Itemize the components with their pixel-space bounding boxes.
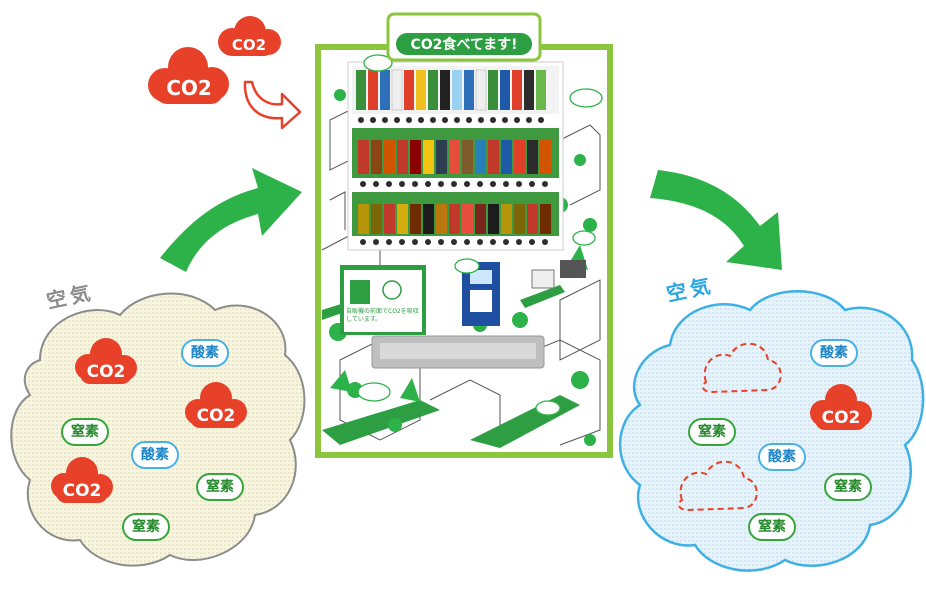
co2-label-left-3: CO2 [62, 481, 102, 501]
machine-banner-text: CO2食べてます! [410, 37, 518, 53]
machine-panel-text: 自販機の前面でCO2を吸収しています。 [346, 308, 419, 323]
air-label-right: 空気 [664, 272, 717, 307]
co2-cloud-left-2 [185, 382, 247, 428]
co2-cloud-left-3 [51, 457, 113, 503]
oxygen-badge-right-1: 酸素 [810, 339, 858, 367]
co2-label-right: CO2 [821, 408, 861, 428]
co2-label-top-small: CO2 [231, 36, 267, 54]
green-arrow-left [160, 168, 302, 272]
green-arrow-right [650, 170, 782, 270]
vending-machine [315, 12, 613, 458]
co2-label-left-1: CO2 [86, 362, 126, 382]
nitrogen-badge-left-1: 窒素 [61, 418, 109, 446]
co2-label-left-2: CO2 [196, 406, 236, 426]
oxygen-badge-left-2: 酸素 [131, 441, 179, 469]
co2-cloud-top-large [148, 47, 229, 104]
removed-co2-cloud-1 [701, 342, 782, 394]
co2-intake-arrow [243, 80, 302, 130]
co2-cloud-right [810, 384, 872, 430]
nitrogen-badge-left-2: 窒素 [196, 473, 244, 501]
nitrogen-badge-right-3: 窒素 [748, 513, 796, 541]
oxygen-badge-right-2: 酸素 [758, 443, 806, 471]
nitrogen-badge-right-1: 窒素 [688, 418, 736, 446]
co2-cloud-left-1 [75, 338, 137, 384]
co2-cloud-top-small [218, 16, 281, 56]
nitrogen-badge-right-2: 窒素 [824, 473, 872, 501]
nitrogen-badge-left-3: 窒素 [122, 513, 170, 541]
oxygen-badge-left-1: 酸素 [181, 339, 229, 367]
air-label-left: 空気 [44, 279, 97, 314]
removed-co2-cloud-2 [677, 460, 758, 512]
co2-label-top-large: CO2 [166, 76, 212, 100]
